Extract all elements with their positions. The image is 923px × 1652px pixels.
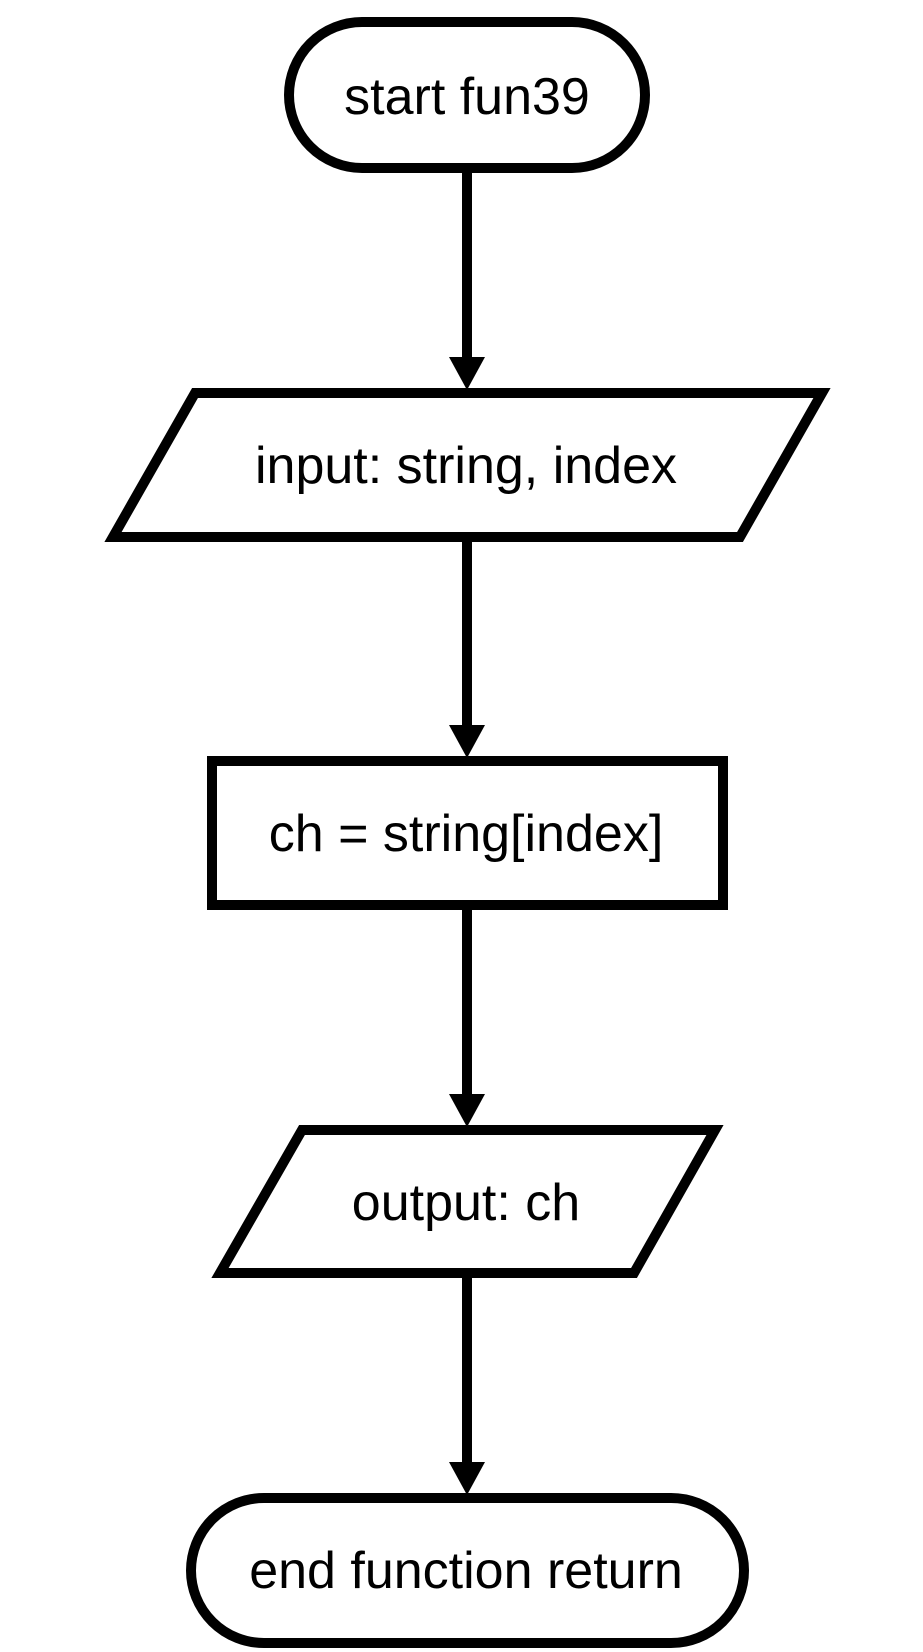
arrowhead-icon bbox=[449, 1462, 485, 1495]
node-label: start fun39 bbox=[344, 68, 590, 126]
node-label: input: string, index bbox=[255, 437, 677, 495]
edge-input-to-process bbox=[449, 537, 485, 758]
node-label: output: ch bbox=[352, 1174, 580, 1232]
node-output: output: ch bbox=[211, 1125, 724, 1278]
terminator-shape bbox=[186, 1493, 749, 1648]
node-process: ch = string[index] bbox=[207, 756, 728, 910]
edge-start-to-input bbox=[449, 168, 485, 390]
node-label: ch = string[index] bbox=[269, 805, 664, 863]
node-input: input: string, index bbox=[104, 388, 831, 542]
node-start: start fun39 bbox=[284, 17, 650, 173]
parallelogram-shape bbox=[104, 388, 831, 542]
arrowhead-icon bbox=[449, 357, 485, 390]
node-label: end function return bbox=[249, 1542, 683, 1600]
node-end: end function return bbox=[186, 1493, 749, 1648]
parallelogram-shape bbox=[211, 1125, 724, 1278]
edge-output-to-end bbox=[449, 1273, 485, 1495]
arrowhead-icon bbox=[449, 1094, 485, 1127]
terminator-shape bbox=[284, 17, 650, 173]
process-shape bbox=[207, 756, 728, 910]
arrowhead-icon bbox=[449, 725, 485, 758]
edge-process-to-output bbox=[449, 905, 485, 1127]
